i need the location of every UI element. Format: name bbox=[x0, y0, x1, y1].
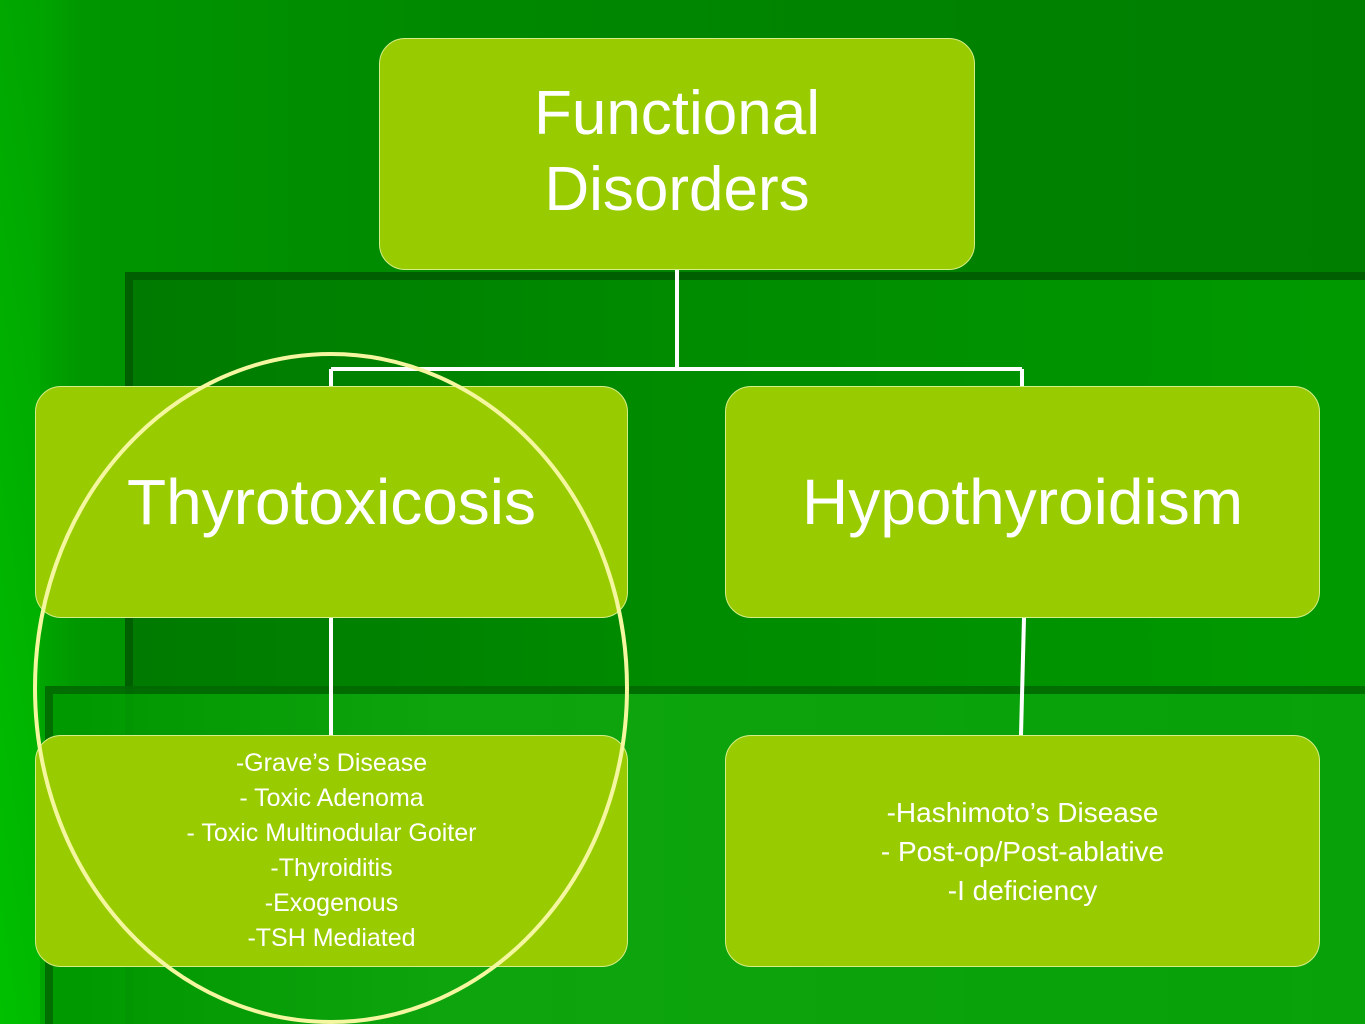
hypothyroidism-node-box: Hypothyroidism bbox=[725, 386, 1320, 618]
thyrotoxicosis-causes-box: -Grave’s Disease - Toxic Adenoma - Toxic… bbox=[35, 735, 628, 967]
connector-right-leaf bbox=[1019, 617, 1026, 736]
list-item: -TSH Mediated bbox=[247, 924, 416, 952]
list-item: -Thyroiditis bbox=[270, 854, 393, 882]
list-item: -Exogenous bbox=[264, 889, 399, 917]
list-item: - Post-op/Post-ablative bbox=[880, 835, 1165, 867]
list-item: -I deficiency bbox=[947, 874, 1098, 906]
list-item: - Toxic Adenoma bbox=[239, 784, 424, 812]
root-node-label: Functional Disorders bbox=[533, 79, 821, 224]
list-item: - Toxic Multinodular Goiter bbox=[186, 819, 477, 847]
hypothyroidism-causes-box: -Hashimoto’s Disease - Post-op/Post-abla… bbox=[725, 735, 1320, 967]
list-item: -Hashimoto’s Disease bbox=[886, 796, 1159, 828]
list-item: -Grave’s Disease bbox=[235, 749, 428, 777]
hypothyroidism-causes-list: -Hashimoto’s Disease - Post-op/Post-abla… bbox=[881, 793, 1164, 910]
thyrotoxicosis-node-box: Thyrotoxicosis bbox=[35, 386, 628, 618]
thyrotoxicosis-node-label: Thyrotoxicosis bbox=[127, 466, 536, 538]
thyrotoxicosis-causes-list: -Grave’s Disease - Toxic Adenoma - Toxic… bbox=[187, 746, 477, 956]
hypothyroidism-node-label: Hypothyroidism bbox=[801, 466, 1244, 538]
root-node-box: Functional Disorders bbox=[379, 38, 975, 270]
